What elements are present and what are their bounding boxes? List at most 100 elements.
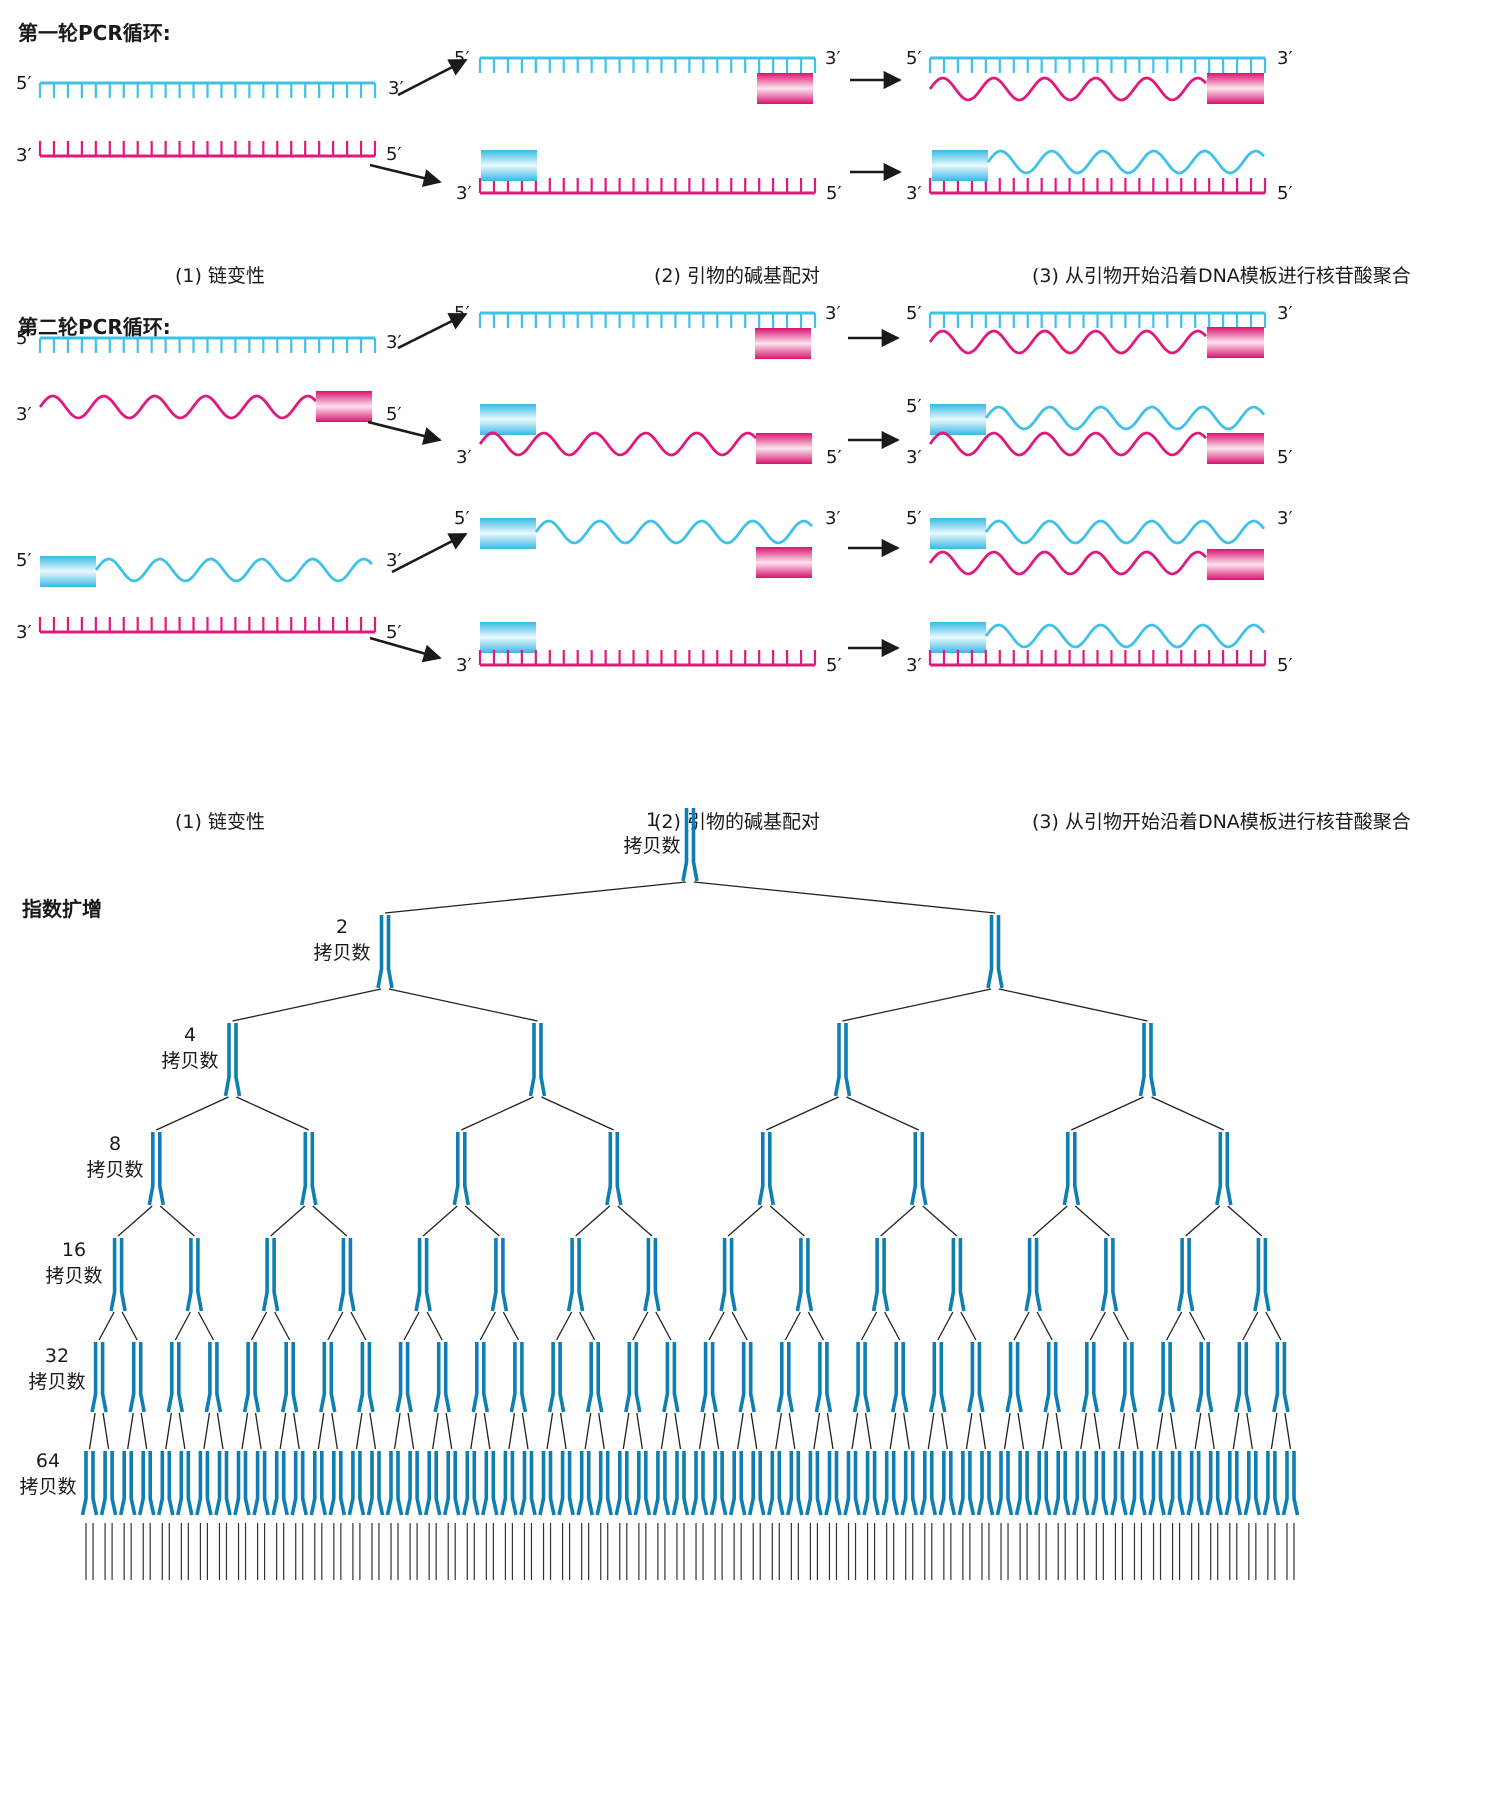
five-prime-label: 5′ bbox=[906, 303, 922, 324]
copy-strand bbox=[834, 1451, 842, 1516]
branch-line bbox=[426, 1311, 443, 1341]
branch-line bbox=[1284, 1412, 1292, 1450]
dna-copy bbox=[280, 1342, 299, 1413]
primer-reverse bbox=[756, 433, 812, 464]
dna-copy bbox=[157, 1451, 175, 1516]
copy-count-value: 8 bbox=[109, 1133, 121, 1155]
dna-copy bbox=[681, 808, 699, 882]
branch-line bbox=[140, 1412, 148, 1450]
dna-copy bbox=[1033, 1451, 1052, 1516]
dna-copy bbox=[137, 1451, 156, 1516]
template-strand bbox=[38, 617, 377, 634]
branch-line bbox=[388, 988, 538, 1022]
copy-strand bbox=[519, 1451, 527, 1516]
primer-forward bbox=[480, 404, 536, 435]
copy-strand bbox=[109, 1238, 117, 1312]
branch-line bbox=[617, 1205, 653, 1237]
copy-strand bbox=[118, 1451, 126, 1516]
copy-strand bbox=[987, 1451, 995, 1516]
copy-strand bbox=[585, 1342, 593, 1413]
copy-strand bbox=[595, 1451, 603, 1516]
copy-strand bbox=[281, 1451, 289, 1516]
copy-strand bbox=[948, 1238, 956, 1312]
copy-strand bbox=[528, 1023, 536, 1097]
copy-strand bbox=[1034, 1238, 1042, 1312]
copy-strand bbox=[624, 1342, 632, 1413]
copy-strand bbox=[910, 1451, 918, 1516]
copy-strand bbox=[1130, 1342, 1138, 1413]
pcr-strands bbox=[38, 56, 1267, 667]
copy-strand bbox=[176, 1451, 184, 1516]
branch-line bbox=[174, 1311, 191, 1341]
branch-line bbox=[1074, 1205, 1110, 1237]
five-prime-label: 5′ bbox=[1277, 183, 1293, 204]
copy-strand bbox=[339, 1451, 347, 1516]
new-strand bbox=[94, 557, 374, 583]
copy-strand bbox=[777, 1451, 785, 1516]
dna-copy bbox=[376, 915, 394, 989]
copy-strand bbox=[1005, 1342, 1013, 1413]
copy-strand bbox=[872, 1451, 880, 1516]
new-strand bbox=[984, 519, 1266, 545]
copy-strand bbox=[900, 1451, 908, 1516]
dna-copy bbox=[1110, 1451, 1128, 1516]
template-strand bbox=[928, 178, 1267, 195]
copy-strand bbox=[1053, 1342, 1061, 1413]
three-prime-label: 3′ bbox=[16, 404, 32, 425]
copy-strand bbox=[328, 1451, 336, 1516]
branch-line bbox=[432, 1412, 439, 1450]
five-prime-label: 5′ bbox=[826, 183, 842, 204]
dna-copy bbox=[1262, 1451, 1281, 1516]
branch-line bbox=[1055, 1412, 1063, 1450]
copy-strand bbox=[472, 1451, 480, 1516]
copy-strand bbox=[1014, 1451, 1022, 1516]
copy-strand bbox=[833, 1023, 841, 1097]
branch-line bbox=[708, 1311, 725, 1341]
new-strand bbox=[478, 431, 758, 457]
template-strand bbox=[478, 311, 817, 328]
branch-line bbox=[1194, 1412, 1202, 1450]
dna-copy bbox=[566, 1238, 585, 1312]
copy-strand bbox=[1111, 1238, 1119, 1312]
copy-strand bbox=[844, 1023, 852, 1097]
branch-line bbox=[851, 1412, 859, 1450]
new-strand bbox=[928, 76, 1208, 102]
copy-strand bbox=[939, 1342, 947, 1413]
copy-strand bbox=[253, 1342, 261, 1413]
copy-strand bbox=[690, 1451, 698, 1516]
copy-strand bbox=[739, 1451, 747, 1516]
copy-strand bbox=[1281, 1451, 1289, 1516]
branch-line bbox=[422, 1205, 458, 1237]
step-arrow bbox=[397, 312, 468, 350]
copy-strand bbox=[471, 1342, 479, 1413]
branch-line bbox=[727, 1205, 763, 1237]
copy-strand bbox=[223, 1023, 231, 1097]
copy-strand bbox=[871, 1238, 879, 1312]
branch-line bbox=[327, 1311, 344, 1341]
primer-reverse bbox=[1207, 327, 1264, 358]
copy-strand bbox=[452, 1132, 460, 1206]
branch-line bbox=[236, 1096, 310, 1131]
copy-strand bbox=[463, 1132, 471, 1206]
branch-line bbox=[813, 1412, 821, 1450]
branch-line bbox=[232, 988, 382, 1022]
copy-strand bbox=[920, 1132, 928, 1206]
dna-copy bbox=[910, 1132, 928, 1206]
branch-line bbox=[1189, 1311, 1206, 1341]
copy-strand bbox=[1072, 1451, 1080, 1516]
branch-line bbox=[884, 1311, 901, 1341]
copy-count-label: 拷贝数 bbox=[86, 1159, 143, 1181]
five-prime-label: 5′ bbox=[16, 550, 32, 571]
branch-line bbox=[1232, 1412, 1240, 1450]
copy-strand bbox=[510, 1451, 518, 1516]
copy-strand bbox=[405, 1342, 413, 1413]
copy-strand bbox=[757, 1132, 765, 1206]
copy-strand bbox=[986, 915, 994, 989]
copy-strand bbox=[1167, 1451, 1175, 1516]
dna-copy bbox=[995, 1451, 1014, 1516]
copy-strand bbox=[1110, 1451, 1118, 1516]
copy-strand bbox=[309, 1451, 317, 1516]
copy-strand bbox=[1244, 1342, 1252, 1413]
dna-copy bbox=[595, 1451, 613, 1516]
